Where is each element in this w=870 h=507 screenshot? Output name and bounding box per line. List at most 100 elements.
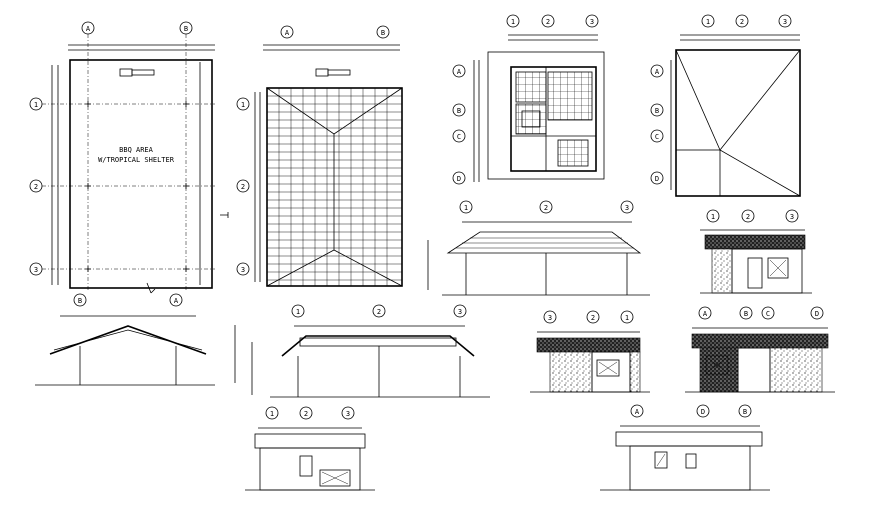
- grid-bubble-c: [452, 129, 466, 143]
- restroom-floor-plan: 1 2 3 A B C D: [452, 14, 605, 185]
- grid-label-b: B: [744, 310, 748, 318]
- grid-bubble-b: [738, 404, 752, 418]
- grid-bubble-a: [280, 25, 294, 39]
- grid-label-a: A: [174, 297, 179, 305]
- grid-label-c: C: [457, 133, 461, 141]
- bbq-area-subtitle: W/TROPICAL SHELTER: [98, 156, 175, 164]
- grid-bubble-a: [698, 306, 712, 320]
- restroom-rear-elevation: A B C D: [685, 306, 835, 393]
- grid-label-3: 3: [590, 18, 594, 26]
- grid-label-2: 2: [591, 314, 595, 322]
- grid-label-1: 1: [625, 314, 629, 322]
- grid-bubble-3: [453, 304, 467, 318]
- grid-bubble-1: [459, 200, 473, 214]
- grid-bubble-a: [452, 64, 466, 78]
- grid-bubble-3: [785, 209, 799, 223]
- grid-bubble-b: [376, 25, 390, 39]
- grid-label-b: B: [184, 25, 188, 33]
- grid-bubble-3: [585, 14, 599, 28]
- grid-bubble-c: [650, 129, 664, 143]
- roof-plan: 1 2 3 A B C D: [650, 14, 801, 197]
- grid-bubble-2: [539, 200, 553, 214]
- grid-bubble-1: [701, 14, 715, 28]
- restroom-side-elevation: 3 2 1: [530, 310, 650, 393]
- grid-label-d: D: [457, 175, 461, 183]
- grid-bubble-2: [236, 179, 250, 193]
- shelter-side-elevation: 1 2 3: [251, 304, 490, 398]
- grid-bubble-1: [236, 97, 250, 111]
- bbq-floor-plan: A B 1 2 3 BBQ AREA W/TROPICAL SHELTER: [29, 21, 229, 294]
- restroom-front-elevation: 1 2 3: [700, 209, 812, 294]
- grid-label-a: A: [457, 68, 462, 76]
- grid-bubble-3: [341, 406, 355, 420]
- grid-bubble-1: [506, 14, 520, 28]
- grid-label-1: 1: [270, 410, 274, 418]
- grid-bubble-a: [169, 293, 183, 307]
- grid-label-3: 3: [346, 410, 350, 418]
- grid-bubble-d: [696, 404, 710, 418]
- grid-bubble-2: [372, 304, 386, 318]
- shelter-front-elevation: 1 2 3: [427, 200, 650, 296]
- grid-bubble-b: [650, 103, 664, 117]
- grid-label-1: 1: [706, 18, 710, 26]
- grid-label-1: 1: [511, 18, 515, 26]
- grid-label-2: 2: [377, 308, 381, 316]
- shelter-cross-section: B A: [35, 293, 236, 386]
- grid-bubble-1: [265, 406, 279, 420]
- grid-label-3: 3: [625, 204, 629, 212]
- grid-label-b: B: [381, 29, 385, 37]
- grid-label-3: 3: [548, 314, 552, 322]
- grid-bubble-2: [735, 14, 749, 28]
- grid-label-2: 2: [746, 213, 750, 221]
- grid-bubble-1: [291, 304, 305, 318]
- grid-label-c: C: [766, 310, 770, 318]
- grid-label-1: 1: [241, 101, 245, 109]
- grid-label-a: A: [635, 408, 640, 416]
- grid-label-1: 1: [711, 213, 715, 221]
- grid-bubble-d: [650, 171, 664, 185]
- restroom-bottom-elevation-2: A D B: [600, 404, 770, 491]
- grid-bubble-a: [630, 404, 644, 418]
- grid-bubble-1: [706, 209, 720, 223]
- grid-bubble-3: [543, 310, 557, 324]
- grid-label-2: 2: [740, 18, 744, 26]
- grid-label-3: 3: [241, 266, 245, 274]
- grid-label-b: B: [743, 408, 747, 416]
- grid-bubble-c: [761, 306, 775, 320]
- restroom-bottom-elevation-1: 1 2 3: [245, 406, 375, 491]
- grid-label-b: B: [457, 107, 461, 115]
- grid-label-a: A: [703, 310, 708, 318]
- grid-label-2: 2: [304, 410, 308, 418]
- grid-label-d: D: [815, 310, 819, 318]
- grid-bubble-b: [73, 293, 87, 307]
- grid-bubble-2: [586, 310, 600, 324]
- grid-bubble-d: [810, 306, 824, 320]
- grid-label-d: D: [655, 175, 659, 183]
- grid-label-2: 2: [34, 183, 38, 191]
- grid-bubble-d: [452, 171, 466, 185]
- grid-label-a: A: [655, 68, 660, 76]
- grid-label-1: 1: [464, 204, 468, 212]
- grid-bubble-3: [236, 262, 250, 276]
- grid-label-b: B: [78, 297, 82, 305]
- grid-label-a: A: [285, 29, 290, 37]
- grid-label-3: 3: [34, 266, 38, 274]
- grid-bubble-3: [778, 14, 792, 28]
- grid-label-2: 2: [241, 183, 245, 191]
- grid-bubble-1: [620, 310, 634, 324]
- grid-bubble-2: [299, 406, 313, 420]
- grid-bubble-2: [541, 14, 555, 28]
- grid-label-2: 2: [544, 204, 548, 212]
- grid-bubble-2: [741, 209, 755, 223]
- grid-label-a: A: [86, 25, 91, 33]
- grid-label-d: D: [701, 408, 705, 416]
- grid-bubble-b: [452, 103, 466, 117]
- grid-label-1: 1: [296, 308, 300, 316]
- grid-label-3: 3: [458, 308, 462, 316]
- grid-label-b: B: [655, 107, 659, 115]
- bbq-area-title: BBQ AREA: [119, 146, 154, 154]
- grid-label-1: 1: [34, 101, 38, 109]
- grid-bubble-3: [620, 200, 634, 214]
- grid-label-3: 3: [783, 18, 787, 26]
